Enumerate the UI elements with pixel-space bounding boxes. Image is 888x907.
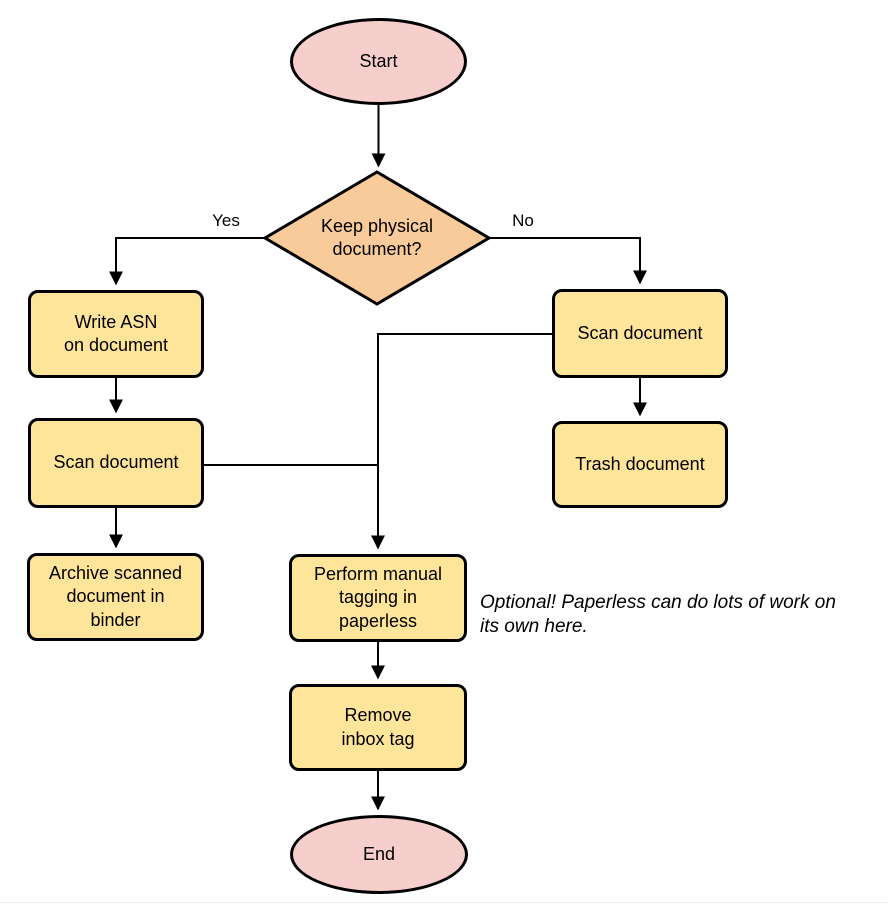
edge-label-yes: Yes	[212, 211, 240, 230]
scan-document-right-node: Scan document	[552, 289, 728, 378]
write-asn-node: Write ASN on document	[28, 290, 204, 378]
manual-tagging-node: Perform manual tagging in paperless	[289, 554, 467, 642]
edge-decision-yes	[109, 237, 265, 286]
archive-document-node: Archive scanned document in binder	[27, 553, 204, 641]
scan-document-left-node: Scan document	[28, 418, 204, 508]
bottom-divider	[0, 902, 888, 903]
end-node: End	[290, 815, 468, 894]
remove-inbox-tag-node: Remove inbox tag	[289, 684, 467, 771]
decision-node-label: Keep physical document?	[320, 215, 434, 259]
edge-decision-no	[489, 237, 647, 285]
edge-scanright-to-tagging	[371, 333, 552, 550]
start-node: Start	[290, 18, 467, 105]
decision-node-shape	[262, 170, 492, 306]
trash-document-node: Trash document	[552, 421, 728, 508]
edge-label-no: No	[512, 211, 534, 230]
optional-note: Optional! Paperless can do lots of work …	[480, 592, 836, 637]
